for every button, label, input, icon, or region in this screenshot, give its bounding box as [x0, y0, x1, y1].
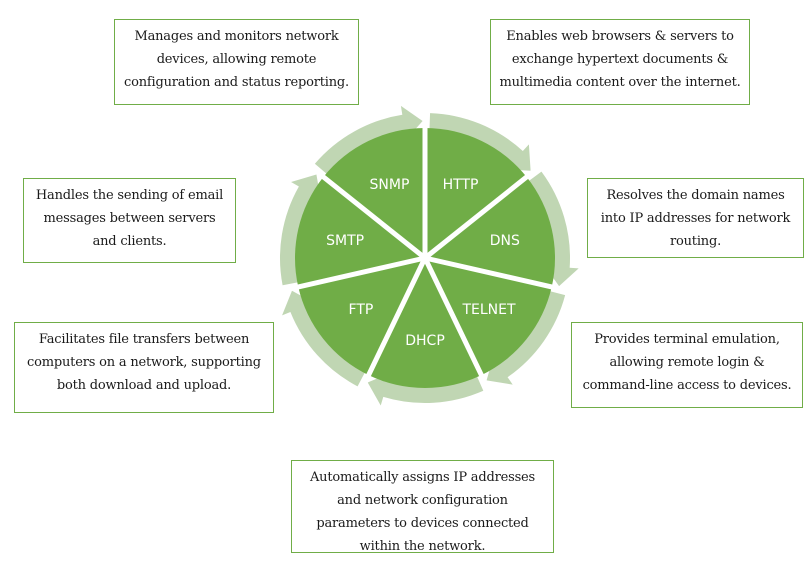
description-box-dns: Resolves the domain names into IP addres… — [587, 178, 804, 258]
cycle-arrow-snmp — [314, 105, 423, 175]
description-text: Enables web browsers & servers to exchan… — [499, 29, 741, 90]
description-text: Automatically assigns IP addresses and n… — [309, 470, 536, 554]
segment-smtp — [294, 176, 425, 287]
segment-label-dns: DNS — [490, 233, 520, 249]
cycle-arrow-telnet — [486, 291, 566, 385]
segment-divider — [358, 256, 428, 394]
segment-divider — [279, 255, 426, 294]
segment-label-dhcp: DHCP — [405, 333, 445, 349]
segment-label-telnet: TELNET — [461, 302, 516, 318]
segment-divider — [424, 255, 571, 294]
segment-dhcp — [368, 258, 482, 388]
segment-dns — [425, 176, 555, 287]
description-text: Resolves the domain names into IP addres… — [600, 188, 791, 249]
segment-label-ftp: FTP — [349, 302, 374, 318]
description-text: Facilitates file transfers between compu… — [27, 332, 261, 393]
segment-divider — [306, 163, 427, 260]
description-text: Provides terminal emulation, allowing re… — [582, 332, 792, 393]
segment-telnet — [425, 258, 552, 376]
segment-http — [425, 128, 527, 258]
segment-label-http: HTTP — [443, 177, 479, 193]
cycle-arrow-dhcp — [367, 372, 484, 406]
description-text: Manages and monitors network devices, al… — [124, 29, 349, 90]
segment-labels: HTTP DNS TELNET DHCP FTP SMTP SNMP — [326, 177, 520, 349]
description-text: Handles the sending of email messages be… — [35, 188, 224, 249]
description-box-smtp: Handles the sending of email messages be… — [23, 178, 236, 263]
segment-snmp — [323, 128, 425, 258]
cycle-arrow-smtp — [280, 174, 321, 286]
description-box-ftp: Facilitates file transfers between compu… — [14, 322, 274, 413]
description-box-dhcp: Automatically assigns IP addresses and n… — [291, 460, 554, 554]
description-box-http: Enables web browsers & servers to exchan… — [490, 19, 750, 105]
segment-divider — [423, 163, 544, 260]
segment-label-smtp: SMTP — [326, 233, 364, 249]
segment-label-snmp: SNMP — [370, 177, 410, 193]
description-box-telnet: Provides terminal emulation, allowing re… — [571, 322, 803, 408]
segment-ftp — [298, 258, 425, 376]
description-box-snmp: Manages and monitors network devices, al… — [114, 19, 359, 105]
protocol-segments — [279, 109, 571, 394]
segment-divider — [422, 256, 492, 394]
